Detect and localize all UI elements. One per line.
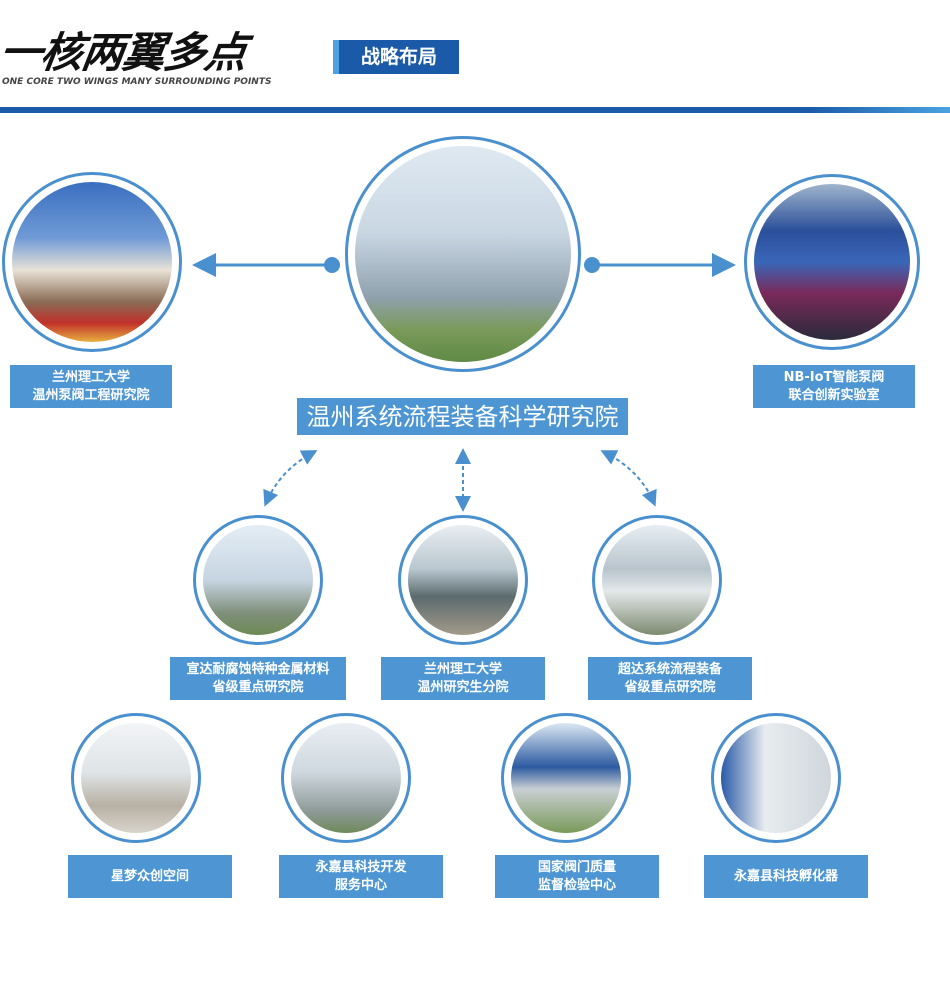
label-line: 监督检验中心 xyxy=(537,877,616,893)
building-photo xyxy=(602,525,712,635)
point-label: 国家阀门质量监督检验中心 xyxy=(495,855,659,898)
label-line: 国家阀门质量 xyxy=(537,859,616,875)
point-label: 星梦众创空间 xyxy=(68,855,232,898)
building-photo xyxy=(81,723,191,833)
point-label: 永嘉县科技孵化器 xyxy=(704,855,868,898)
building-photo xyxy=(721,723,831,833)
label-line: 星梦众创空间 xyxy=(110,868,189,884)
section-badge: 战略布局 xyxy=(333,40,459,74)
arrow-dot-right xyxy=(584,257,600,273)
building-photo xyxy=(203,525,313,635)
point-photo-circle xyxy=(501,713,631,843)
header-divider xyxy=(0,107,950,113)
label-line: 兰州理工大学 xyxy=(423,661,502,677)
point-photo-circle xyxy=(193,515,323,645)
label-line: 省级重点研究院 xyxy=(212,679,304,695)
point-photo-circle xyxy=(711,713,841,843)
label-line: 宣达耐腐蚀特种金属材料 xyxy=(186,661,330,677)
label-line: 省级重点研究院 xyxy=(624,679,716,695)
label-line: NB-IoT智能泵阀 xyxy=(783,369,885,385)
core-photo-circle xyxy=(345,136,581,372)
point-label: 宣达耐腐蚀特种金属材料省级重点研究院 xyxy=(170,657,346,700)
dashed-arrow-left xyxy=(263,450,318,507)
page-subtitle: ONE CORE TWO WINGS MANY SURROUNDING POIN… xyxy=(2,77,272,87)
wing-left-photo-circle xyxy=(2,172,182,352)
label-line: 服务中心 xyxy=(334,877,387,893)
dashed-arrow-right xyxy=(600,450,657,507)
label-line: 联合创新实验室 xyxy=(788,387,880,403)
arrow-dot-left xyxy=(324,257,340,273)
label-line: 超达系统流程装备 xyxy=(617,661,722,677)
ceremony-photo xyxy=(12,182,172,342)
wing-right-photo-circle xyxy=(744,174,920,350)
wing-right-label: NB-IoT智能泵阀联合创新实验室 xyxy=(753,365,915,408)
label-line: 兰州理工大学 xyxy=(51,369,130,385)
label-line: 温州研究生分院 xyxy=(417,679,509,695)
point-photo-circle xyxy=(281,713,411,843)
label-line: 温州泵阀工程研究院 xyxy=(32,387,150,403)
point-label: 超达系统流程装备省级重点研究院 xyxy=(588,657,752,700)
core-label: 温州系统流程装备科学研究院 xyxy=(297,398,628,435)
label-line: 永嘉县科技开发 xyxy=(315,859,407,875)
building-photo xyxy=(511,723,621,833)
building-photo xyxy=(291,723,401,833)
conference-photo xyxy=(754,184,910,340)
core-building-photo xyxy=(355,146,571,362)
wing-left-label: 兰州理工大学温州泵阀工程研究院 xyxy=(10,365,172,408)
building-photo xyxy=(408,525,518,635)
label-line: 永嘉县科技孵化器 xyxy=(733,868,838,884)
point-label: 永嘉县科技开发服务中心 xyxy=(279,855,443,898)
point-photo-circle xyxy=(71,713,201,843)
point-label: 兰州理工大学温州研究生分院 xyxy=(381,657,545,700)
point-photo-circle xyxy=(398,515,528,645)
point-photo-circle xyxy=(592,515,722,645)
